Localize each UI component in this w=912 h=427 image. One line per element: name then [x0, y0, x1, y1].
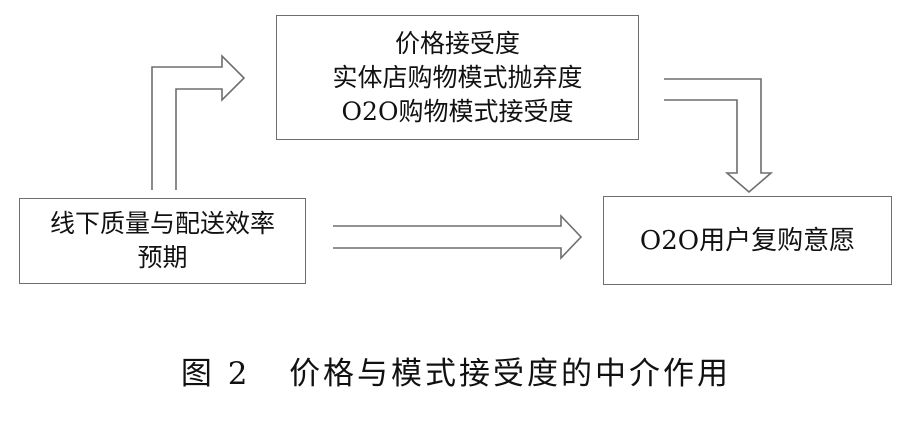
arrow-predictor-to-mediator — [151, 54, 246, 190]
mediator-box: 价格接受度 实体店购物模式抛弃度 O2O购物模式接受度 — [276, 15, 639, 140]
predictor-line-1: 线下质量与配送效率 — [49, 209, 275, 238]
predictor-line-2: 预期 — [137, 243, 188, 272]
mediator-line-2: 实体店购物模式抛弃度 — [332, 62, 583, 92]
arrow-predictor-to-outcome — [333, 214, 583, 260]
figure-number: 图 2 — [180, 356, 251, 392]
outcome-line-1: O2O用户复购意愿 — [639, 225, 856, 256]
figure-caption: 图 2 价格与模式接受度的中介作用 — [0, 348, 912, 393]
figure-title: 价格与模式接受度的中介作用 — [289, 356, 732, 392]
mediator-line-1: 价格接受度 — [394, 28, 520, 58]
outcome-box: O2O用户复购意愿 — [603, 196, 892, 285]
predictor-box: 线下质量与配送效率 预期 — [19, 198, 306, 284]
arrow-mediator-to-outcome — [664, 78, 774, 194]
mediator-line-3: O2O购物模式接受度 — [341, 96, 574, 126]
